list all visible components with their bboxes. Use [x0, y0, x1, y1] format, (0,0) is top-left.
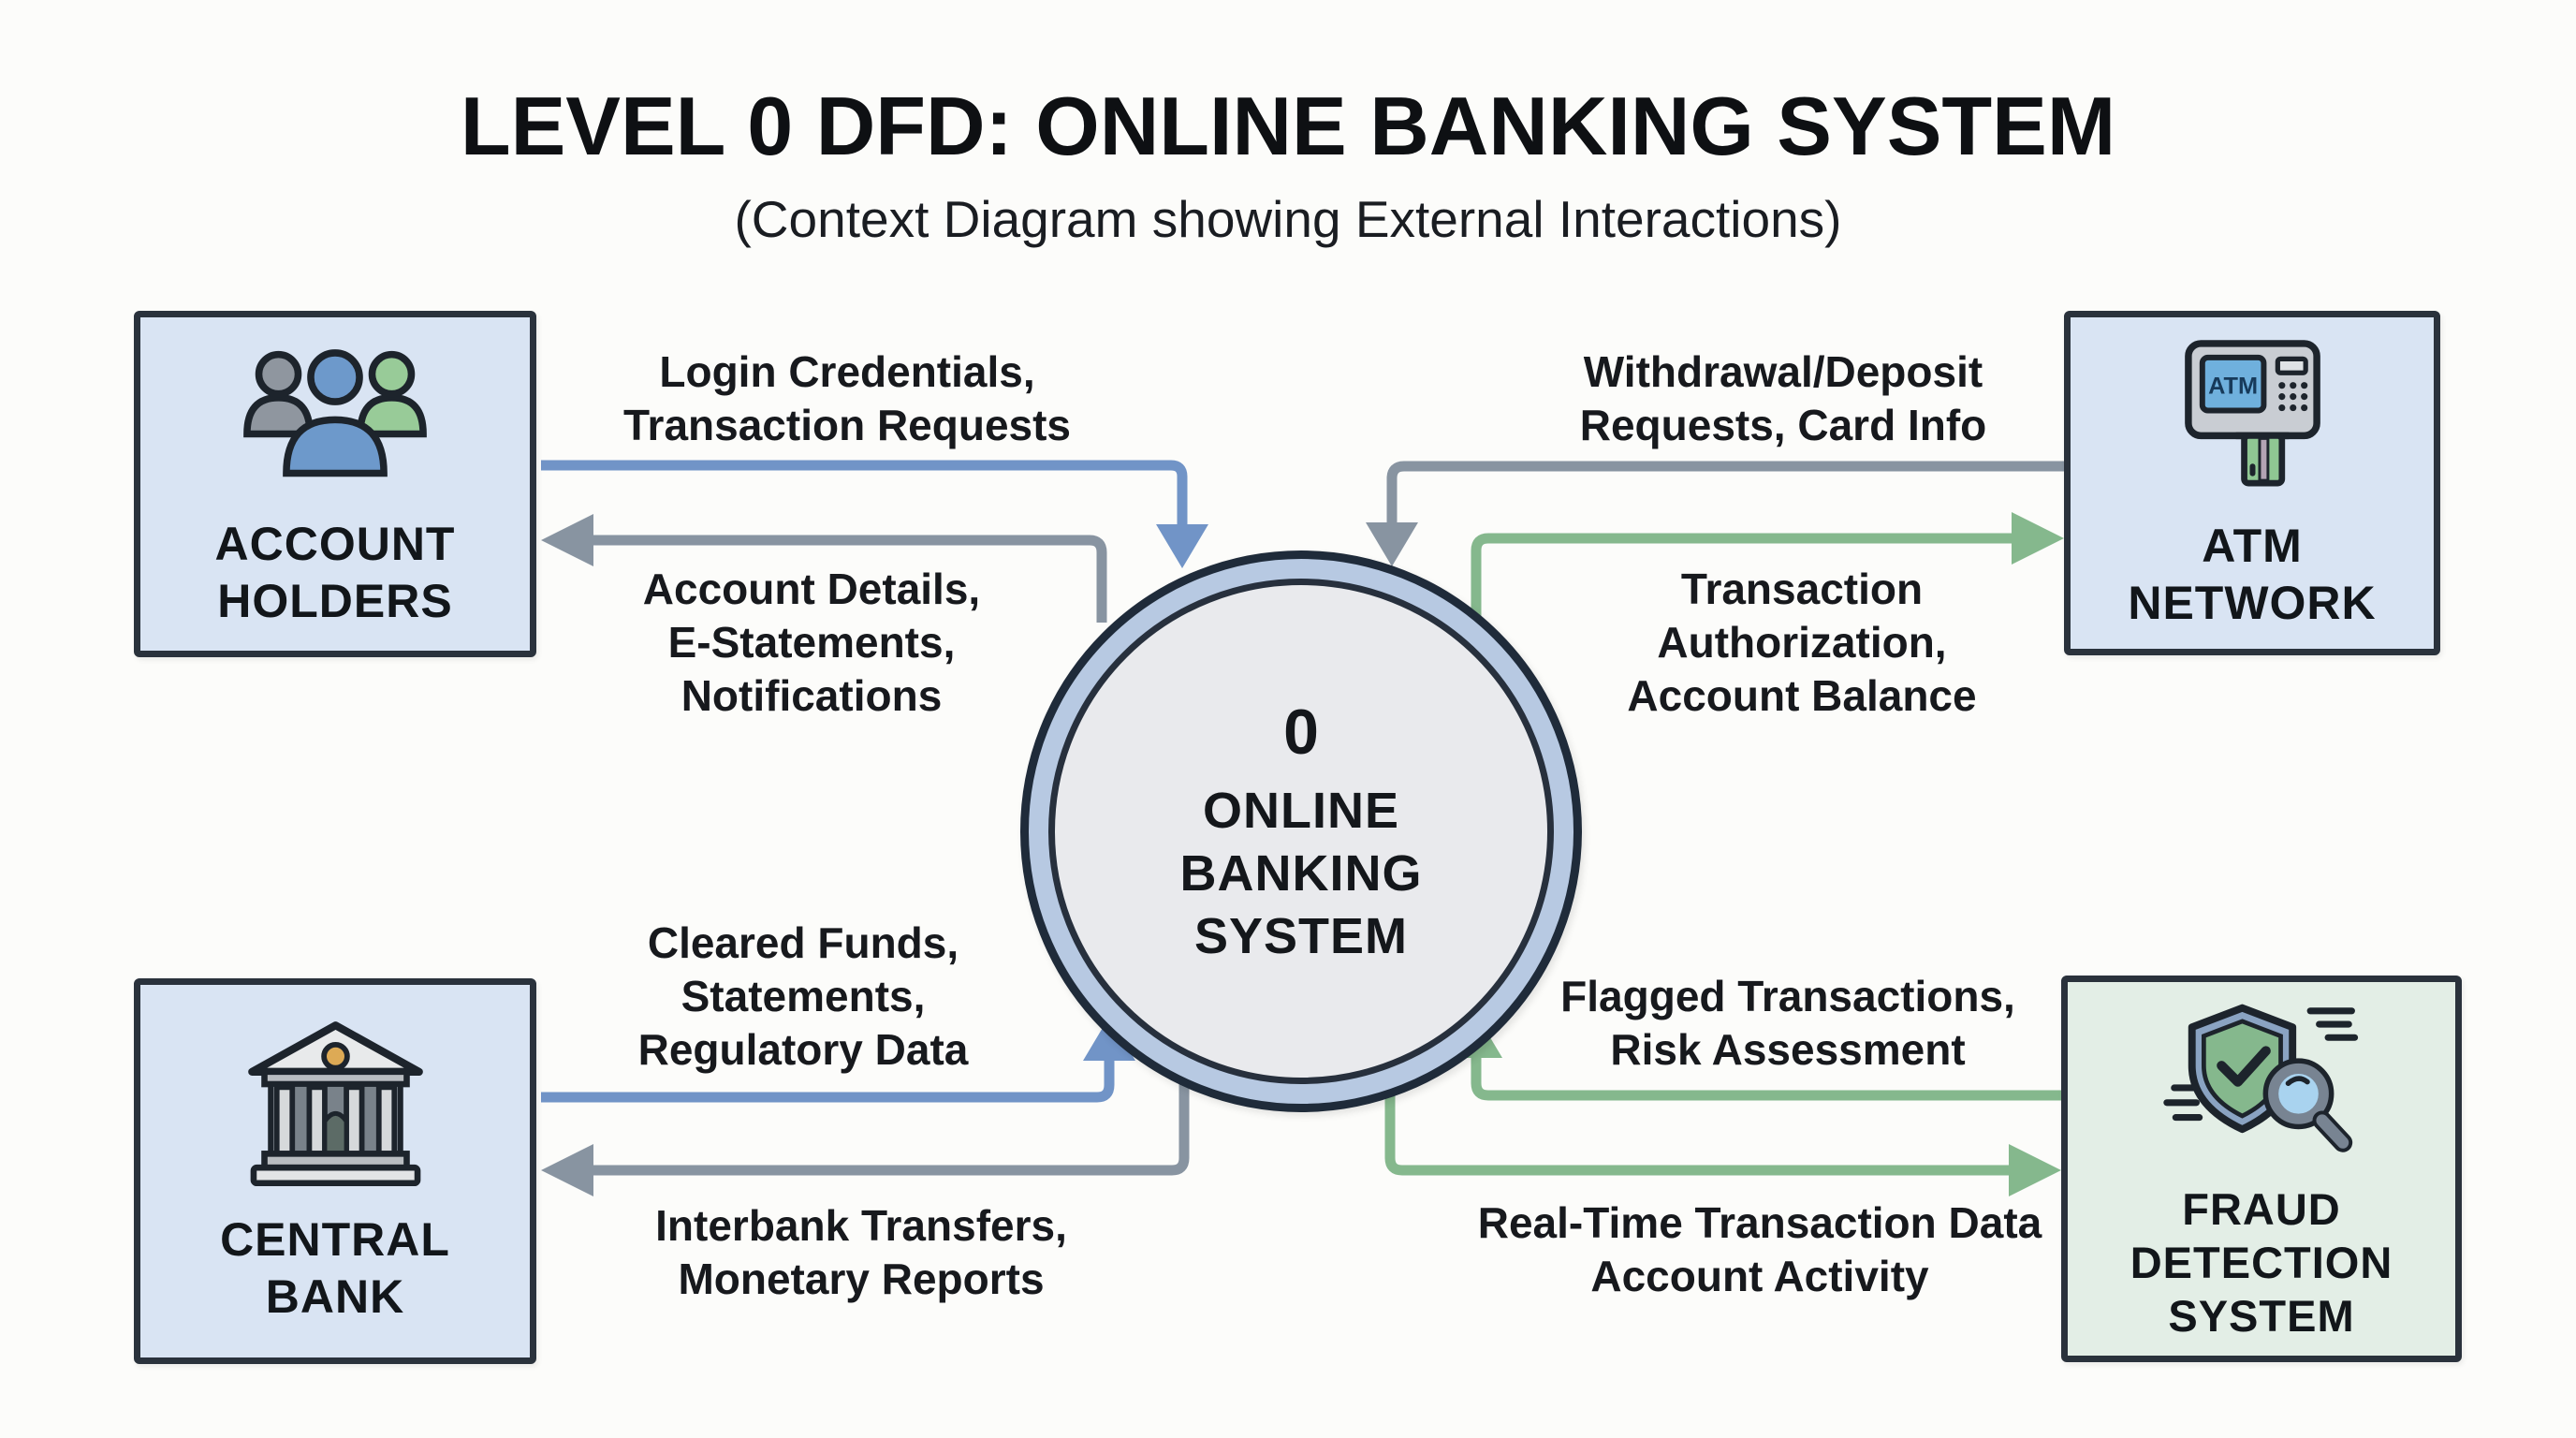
process-name-line: BANKING [1179, 844, 1423, 902]
entity-label-line: CENTRAL [220, 1212, 450, 1266]
flow-label-line: Real-Time Transaction Data [1477, 1198, 2042, 1247]
flow-line [1384, 1066, 2009, 1176]
flow-label-line: Account Activity [1590, 1252, 1929, 1300]
entity-label: FRAUD DETECTION SYSTEM [2130, 1182, 2393, 1343]
arrowhead-left-icon [541, 1144, 593, 1196]
entity-central-bank: CENTRAL BANK [134, 978, 536, 1364]
flow-label-withdrawal: Withdrawal/Deposit Requests, Card Info [1580, 345, 1987, 452]
flow-line [541, 460, 1188, 524]
flow-login [541, 460, 1208, 568]
flow-label-account-details: Account Details, E-Statements, Notificat… [643, 563, 980, 723]
arrowhead-down-icon [1156, 524, 1208, 568]
arrowhead-right-icon [2012, 512, 2064, 565]
flow-label-line: Flagged Transactions, [1560, 972, 2015, 1020]
page-subtitle: (Context Diagram showing External Intera… [734, 190, 1842, 248]
flow-label-cleared-funds: Cleared Funds, Statements, Regulatory Da… [638, 917, 969, 1077]
flow-label-line: Regulatory Data [637, 1025, 969, 1074]
flow-label-line: Withdrawal/Deposit [1583, 347, 1983, 396]
entity-label: ACCOUNT HOLDERS [215, 516, 456, 630]
entity-label: CENTRAL BANK [220, 1211, 450, 1326]
flow-withdrawal [1366, 461, 2064, 566]
entity-label-line: ATM [2202, 519, 2303, 572]
flow-realtime [1384, 1066, 2061, 1196]
flow-label-line: Risk Assessment [1610, 1025, 1966, 1074]
process-node-online-banking-system: 0 ONLINE BANKING SYSTEM [1020, 550, 1582, 1112]
flow-label-transaction-auth: Transaction Authorization, Account Balan… [1627, 563, 1976, 723]
process-name-line: ONLINE [1202, 782, 1399, 839]
flow-label-line: Account Balance [1627, 671, 1977, 720]
process-number: 0 [1283, 696, 1319, 768]
entity-label-line: SYSTEM [2168, 1290, 2355, 1341]
flow-line [593, 1074, 1190, 1176]
entity-label-line: NETWORK [2128, 576, 2377, 629]
arrowhead-left-icon [541, 514, 593, 566]
entity-label-line: HOLDERS [217, 575, 453, 627]
flow-label-line: Requests, Card Info [1579, 401, 1987, 449]
flow-label-line: Cleared Funds, [647, 918, 959, 967]
people-icon [243, 349, 427, 477]
flow-label-line: Transaction Requests [622, 401, 1072, 449]
flow-interbank [541, 1074, 1190, 1196]
entity-label-line: BANK [265, 1269, 405, 1323]
process-name: ONLINE BANKING SYSTEM [1180, 780, 1423, 968]
flow-label-line: Authorization, [1657, 618, 1947, 667]
process-name-line: SYSTEM [1193, 907, 1409, 964]
flow-label-line: Statements, [681, 972, 926, 1020]
arrowhead-right-icon [2009, 1144, 2061, 1196]
entity-label-line: FRAUD [2182, 1183, 2341, 1234]
process-node-inner: 0 ONLINE BANKING SYSTEM [1048, 579, 1554, 1084]
flow-label-line: Transaction [1680, 565, 1924, 613]
flow-label-line: Account Details, [642, 565, 981, 613]
flow-label-line: Monetary Reports [678, 1255, 1045, 1303]
entity-label-line: DETECTION [2130, 1237, 2393, 1287]
page-title: LEVEL 0 DFD: ONLINE BANKING SYSTEM [460, 80, 2116, 172]
atm-screen-text: ATM [2208, 373, 2258, 399]
flow-label-line: Notifications [681, 671, 943, 720]
entity-atm-network: ATM ATM NETWORK [2064, 311, 2440, 655]
entity-label-line: ACCOUNT [214, 518, 456, 570]
flow-line [1386, 461, 2064, 522]
entity-label: ATM NETWORK [2128, 518, 2376, 632]
flow-label-line: Login Credentials, [659, 347, 1035, 396]
entity-fraud-detection: FRAUD DETECTION SYSTEM [2061, 976, 2462, 1362]
shield-magnifier-icon [2163, 1004, 2359, 1152]
flow-label-realtime: Real-Time Transaction Data Account Activ… [1478, 1196, 2042, 1303]
flow-label-line: Interbank Transfers, [655, 1201, 1067, 1250]
flow-label-login: Login Credentials, Transaction Requests [623, 345, 1071, 452]
flow-label-flagged: Flagged Transactions, Risk Assessment [1560, 970, 2015, 1077]
flow-label-line: E-Statements, [667, 618, 956, 667]
entity-account-holders: ACCOUNT HOLDERS [134, 311, 536, 657]
flow-label-interbank: Interbank Transfers, Monetary Reports [655, 1199, 1067, 1306]
atm-icon: ATM [2184, 339, 2320, 486]
bank-icon [247, 1020, 423, 1186]
